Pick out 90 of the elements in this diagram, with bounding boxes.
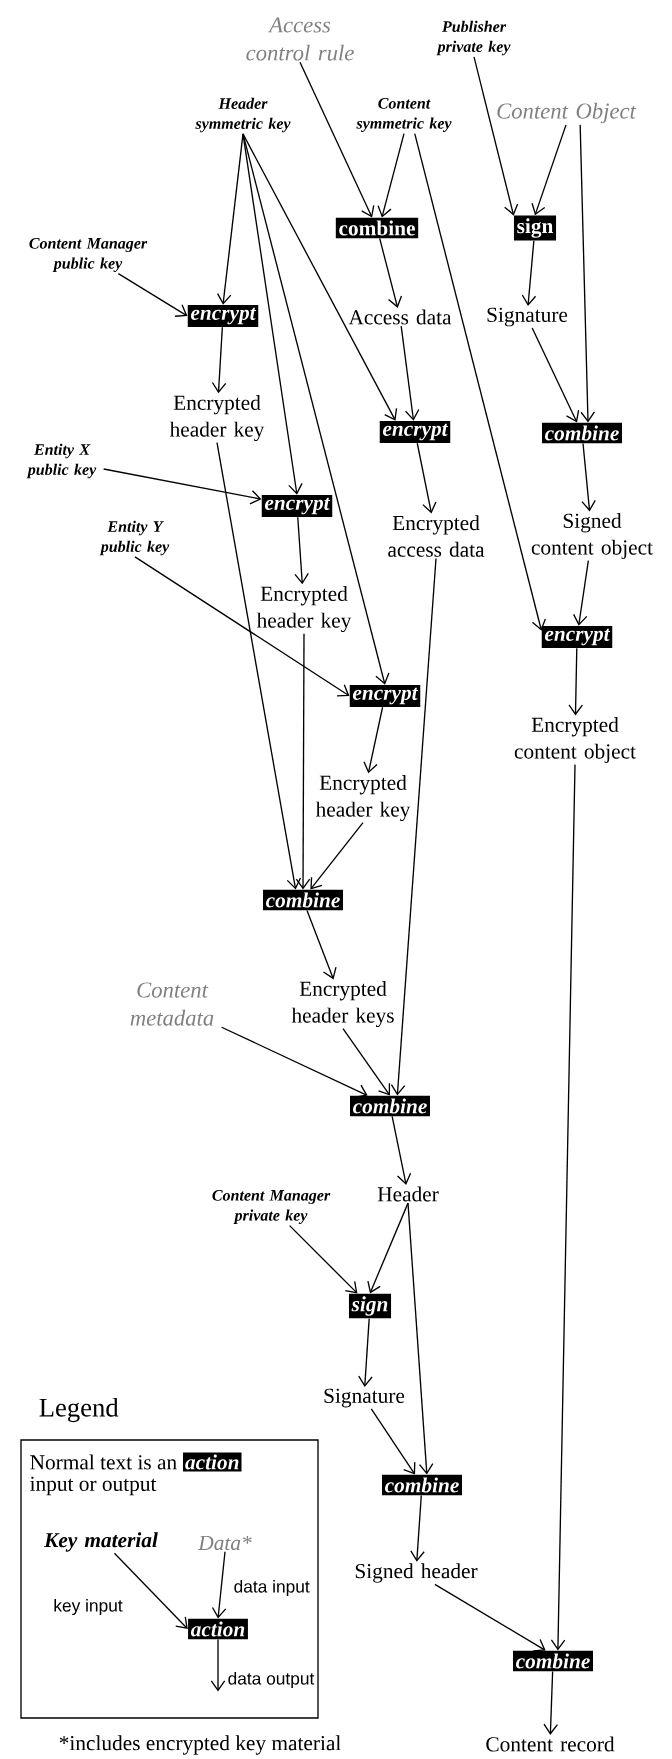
- arrow: [113, 1552, 188, 1629]
- arrow: [581, 442, 596, 512]
- action-box: encrypt: [349, 685, 421, 707]
- arrow: [342, 1028, 391, 1096]
- text-label: Access data: [348, 309, 452, 325]
- key-label: Content Manager private key: [212, 1190, 331, 1225]
- action-box: sign: [513, 215, 557, 241]
- arrow: [117, 272, 188, 317]
- arrow: [550, 763, 576, 1651]
- text-label: Encrypted header keys: [291, 980, 394, 1028]
- arrow: [295, 633, 311, 890]
- arrow: [211, 1551, 227, 1619]
- arrow: [543, 1670, 559, 1735]
- data-label: Content metadata: [130, 982, 214, 1026]
- text-label: Content record: [486, 1736, 615, 1752]
- arrow: [288, 1224, 358, 1294]
- action-box: combine: [263, 889, 343, 911]
- edge-label: key input: [52, 1597, 124, 1617]
- arrow: [416, 442, 437, 514]
- text-label: Signature: [324, 1388, 405, 1408]
- footnote: *includes encrypted key material: [59, 1735, 341, 1755]
- arrow: [358, 1317, 373, 1388]
- arrow: [434, 1583, 546, 1652]
- arrow: [210, 1638, 226, 1692]
- edge-label: data output: [226, 1670, 316, 1690]
- action-box: combine: [542, 422, 622, 444]
- arrow: [370, 1408, 416, 1475]
- arrow: [216, 442, 302, 890]
- edge-label: data input: [232, 1578, 312, 1598]
- arrow: [299, 61, 375, 218]
- arrow: [377, 132, 405, 218]
- data-label: Data*: [198, 1535, 252, 1551]
- arrow: [531, 124, 567, 216]
- arrow: [367, 1202, 409, 1294]
- arrow: [216, 133, 244, 305]
- arrow: [242, 133, 390, 685]
- arrow: [294, 516, 309, 585]
- key-label: Entity Y public key: [99, 520, 170, 556]
- key-label: Key material: [44, 1532, 158, 1552]
- arrow: [134, 556, 350, 697]
- legend-heading: Legend: [39, 1397, 119, 1423]
- arrow: [242, 133, 398, 421]
- arrow: [211, 326, 227, 394]
- arrow: [363, 706, 384, 774]
- key-label: Publisher private key: [436, 20, 511, 56]
- legend-text: Normal text is an: [30, 1454, 177, 1470]
- text-label: Signed content object: [531, 513, 653, 559]
- text-label: Encrypted header key: [315, 774, 411, 822]
- action-box: combine: [350, 1095, 430, 1117]
- text-label: Encrypted header key: [256, 585, 352, 633]
- text-label: Header: [377, 1186, 439, 1202]
- action-box: combine: [335, 217, 419, 239]
- data-label: Access control rule: [246, 17, 354, 61]
- action-box: combine: [382, 1474, 462, 1496]
- text-label: Encrypted header key: [169, 394, 265, 442]
- text-label: Signed header: [355, 1563, 478, 1583]
- arrow: [400, 325, 420, 421]
- arrow: [521, 240, 537, 307]
- text-label: Signature: [487, 307, 568, 327]
- action-box: combine: [513, 1650, 593, 1672]
- key-label: Header symmetric key: [195, 97, 291, 133]
- arrow: [407, 1202, 434, 1475]
- arrow: [310, 822, 364, 890]
- action-box: action: [188, 1618, 248, 1640]
- data-label: Content Object: [497, 102, 637, 124]
- text-label: Encrypted content object: [514, 717, 636, 763]
- arrow: [579, 124, 596, 423]
- arrow: [572, 559, 589, 626]
- key-label: Content symmetric key: [356, 97, 452, 133]
- key-label: Entity X public key: [26, 443, 97, 479]
- arrow: [220, 1026, 368, 1098]
- arrow: [391, 1115, 412, 1185]
- arrow: [531, 327, 580, 423]
- action-box: encrypt: [187, 305, 259, 327]
- arrow: [473, 56, 519, 216]
- action-box: encrypt: [261, 495, 333, 517]
- action-box: encrypt: [379, 421, 451, 443]
- action-box: encrypt: [541, 626, 613, 648]
- key-label: Content Manager public key: [29, 238, 148, 273]
- arrow: [390, 557, 437, 1096]
- arrow: [379, 237, 403, 308]
- action-box: sign: [348, 1293, 392, 1319]
- arrow: [414, 132, 547, 631]
- arrow: [410, 1494, 425, 1562]
- action-box: action: [183, 1452, 242, 1472]
- text-label: Encrypted access data: [388, 515, 485, 557]
- arrow: [102, 468, 262, 505]
- legend-text: input or output: [30, 1476, 157, 1496]
- arrow: [306, 909, 337, 980]
- arrow: [568, 647, 583, 716]
